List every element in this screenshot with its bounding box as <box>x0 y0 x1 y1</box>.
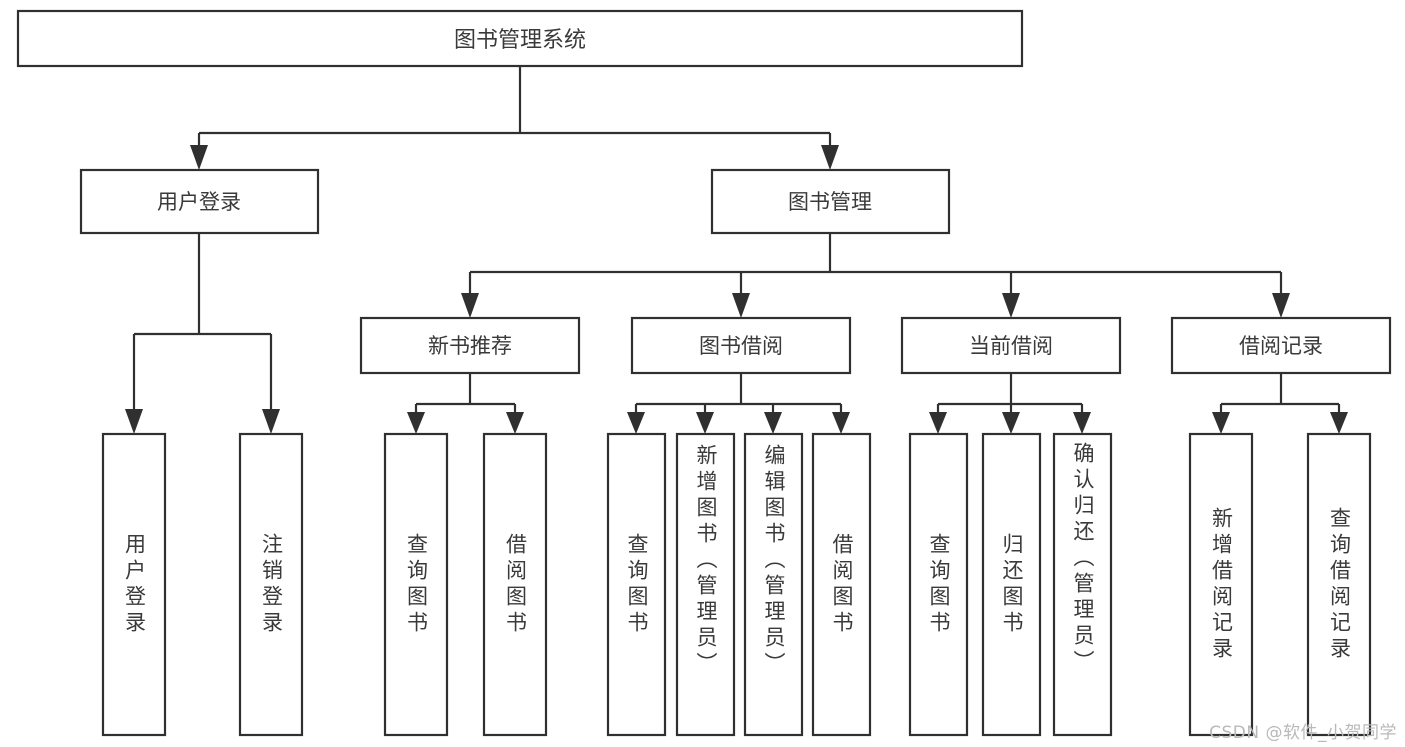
arrow-head-icon <box>1330 412 1348 434</box>
arrow-head-icon <box>190 145 208 170</box>
leaf-box-11[interactable] <box>1188 432 1254 737</box>
arrow-head-icon <box>1002 293 1020 318</box>
leaf-box-9[interactable] <box>981 432 1042 737</box>
arrow-head-icon <box>732 293 750 318</box>
leaf-box-10[interactable] <box>1052 432 1113 737</box>
leaf-box-7[interactable] <box>811 432 872 737</box>
arrow-head-icon <box>125 409 143 434</box>
node-user-login[interactable]: 用户登录 <box>79 168 320 235</box>
level2-box-0[interactable] <box>79 168 320 235</box>
level3-label-2: 当前借阅 <box>969 334 1053 358</box>
leaf-box-1[interactable] <box>238 432 304 737</box>
connector-book-management-to-level3 <box>461 233 1290 318</box>
level3-label-0: 新书推荐 <box>428 334 512 358</box>
leaf-box-0[interactable] <box>101 432 167 737</box>
connector-borrow-record-to-leaves <box>1212 373 1348 434</box>
node-book-borrow[interactable]: 图书借阅 <box>630 316 852 375</box>
root-label: 图书管理系统 <box>454 28 586 53</box>
connector-book-borrow-to-leaves <box>627 373 850 434</box>
arrow-head-icon <box>1073 412 1091 434</box>
arrow-head-icon <box>821 145 839 170</box>
arrow-head-icon <box>262 409 280 434</box>
csdn-watermark: CSDN @软件_小贺同学 <box>1209 723 1397 743</box>
leaf-box-4[interactable] <box>606 432 667 737</box>
node-borrow-record[interactable]: 借阅记录 <box>1170 316 1392 375</box>
node-new-book-recommend[interactable]: 新书推荐 <box>359 316 581 375</box>
arrow-head-icon <box>764 412 782 434</box>
node-current-borrow[interactable]: 当前借阅 <box>900 316 1122 375</box>
root-box[interactable] <box>16 9 1024 68</box>
level2-label-0: 用户登录 <box>157 190 241 214</box>
arrow-head-icon <box>627 412 645 434</box>
leaf-box-8[interactable] <box>908 432 969 737</box>
arrow-head-icon <box>1272 293 1290 318</box>
level3-box-0[interactable] <box>359 316 581 375</box>
leaf-box-6[interactable] <box>743 432 804 737</box>
arrow-head-icon <box>461 293 479 318</box>
leaf-box-5[interactable] <box>675 432 736 737</box>
arrow-head-icon <box>929 412 947 434</box>
arrow-head-icon <box>1002 412 1020 434</box>
level3-label-1: 图书借阅 <box>699 334 783 358</box>
leaf-box-3[interactable] <box>482 432 548 737</box>
arrow-head-icon <box>506 412 524 434</box>
arrow-head-icon <box>1212 412 1230 434</box>
connector-user-login-to-leaves <box>125 233 280 434</box>
leaf-box-2[interactable] <box>383 432 449 737</box>
connector-root-to-level2 <box>190 66 839 170</box>
leaf-box-12[interactable] <box>1306 432 1372 737</box>
leaf-boxes <box>101 432 1372 737</box>
level2-label-1: 图书管理 <box>788 190 872 214</box>
node-root[interactable]: 图书管理系统 <box>16 9 1024 68</box>
level3-box-2[interactable] <box>900 316 1122 375</box>
connector-new-book-recommend-to-leaves <box>407 373 524 434</box>
arrow-head-icon <box>832 412 850 434</box>
arrow-head-icon <box>407 412 425 434</box>
level3-label-3: 借阅记录 <box>1239 334 1323 358</box>
node-book-management[interactable]: 图书管理 <box>710 168 951 235</box>
connector-current-borrow-to-leaves <box>929 373 1091 434</box>
arrow-head-icon <box>696 412 714 434</box>
